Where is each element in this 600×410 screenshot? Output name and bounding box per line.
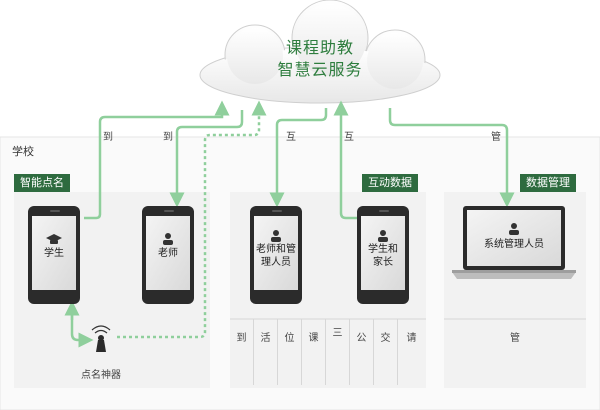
arrow-label-b2: 互: [344, 132, 354, 143]
arrow-cloud-to-teacher-admin: [269, 108, 328, 208]
phone-student: [28, 206, 80, 304]
person-icon: [378, 230, 388, 242]
arrow-reader-to-cloud: [117, 100, 267, 339]
interaction-cell: 活: [254, 319, 278, 385]
interaction-cell: 请: [406, 333, 417, 344]
attendance-tag: 智能点名: [14, 174, 70, 192]
arrow-student-to-cloud: [84, 100, 230, 220]
device-label-reader: 点名神器: [81, 370, 121, 381]
phone-teacher-admin: [250, 206, 302, 304]
arrow-label-a1: 到: [103, 132, 113, 143]
interaction-cell: 交: [374, 319, 398, 385]
cloud-title-line2: 智慧云服务: [277, 60, 363, 79]
arrow-student-parent-to-cloud: [333, 100, 357, 220]
interaction-cell: 公: [350, 319, 374, 385]
interaction-cell: 位: [278, 319, 302, 385]
person-icon: [163, 233, 173, 245]
interaction-cell: 到: [230, 319, 254, 385]
cloud-shape: [199, 0, 441, 104]
school-label: 学校: [12, 145, 34, 158]
phone-student-parent: [357, 206, 409, 304]
signal-reader-icon: [91, 325, 111, 352]
device-label-student-parent: 学生和家长: [368, 244, 398, 268]
device-label-admin: 系统管理人员: [484, 239, 544, 250]
graduation-cap-icon: [46, 234, 62, 244]
arrow-label-b1: 互: [286, 132, 296, 143]
person-icon: [509, 223, 519, 235]
arrow-label-c1: 管: [491, 132, 501, 143]
management-cell: 管: [510, 333, 520, 344]
interaction-tag: 互动数据: [362, 174, 418, 192]
device-label-student: 学生: [44, 248, 64, 259]
management-tag: 数据管理: [520, 174, 576, 192]
device-label-teacher-admin: 老师和管理人员: [256, 244, 296, 268]
laptop: [452, 206, 576, 279]
interaction-cell: 三: [326, 319, 350, 385]
device-label-teacher: 老师: [158, 248, 178, 259]
cloud-title-line1: 课程助教: [285, 38, 354, 57]
arrow-cloud-to-teacher: [169, 110, 244, 208]
arrow-reader-student: [70, 312, 94, 348]
arrow-label-a2: 到: [163, 132, 173, 143]
person-icon: [271, 230, 281, 242]
interaction-cell: 课: [302, 319, 326, 385]
arrow-cloud-to-admin: [388, 108, 515, 208]
arrows: [64, 100, 515, 348]
phone-teacher: [142, 206, 194, 304]
